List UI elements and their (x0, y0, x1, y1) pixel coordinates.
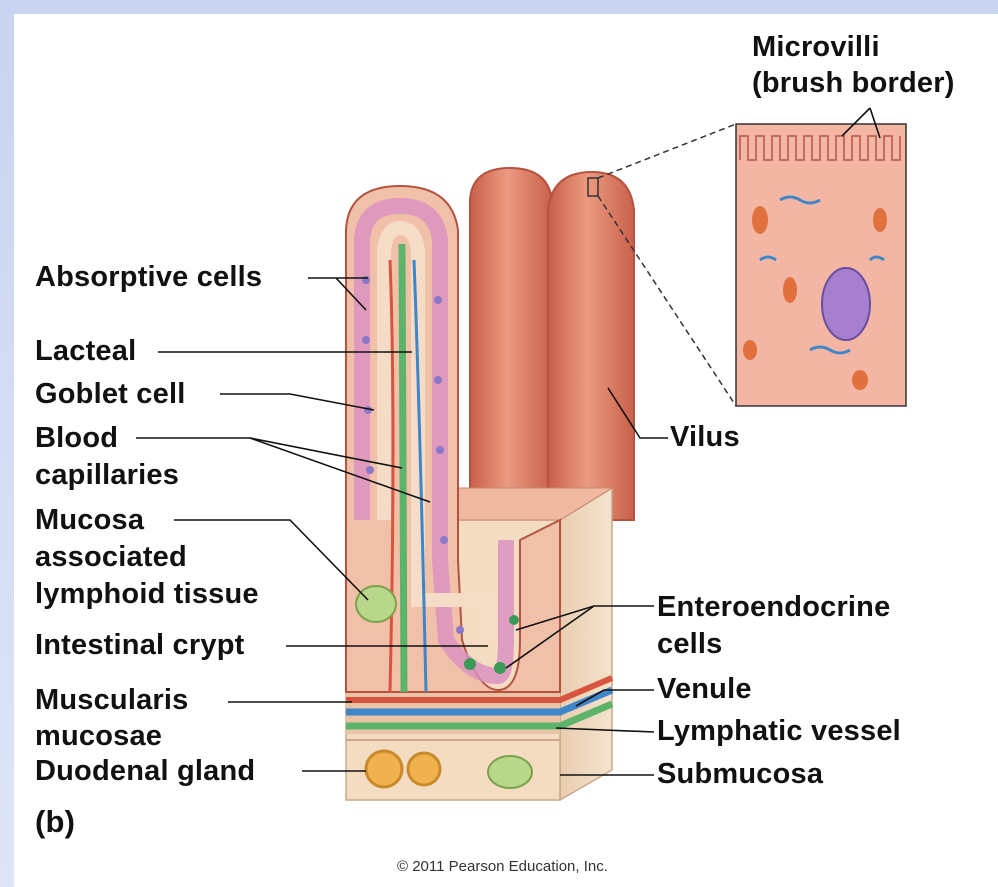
tissue-block-side (560, 488, 612, 800)
label-lacteal: Lacteal (35, 334, 136, 368)
label-enteroendocrine-line2: cells (657, 627, 723, 661)
label-muscularis-line1: Muscularis (35, 683, 189, 717)
label-microvilli-line2: (brush border) (752, 66, 955, 100)
label-venule: Venule (657, 672, 752, 706)
label-intestinal-crypt: Intestinal crypt (35, 628, 244, 662)
label-absorptive-cells: Absorptive cells (35, 260, 262, 294)
label-goblet-cell: Goblet cell (35, 377, 185, 411)
microvilli-inset-box (736, 124, 906, 406)
label-enteroendocrine-line1: Enteroendocrine (657, 590, 890, 624)
label-vilus: Vilus (670, 420, 740, 454)
zoom-line-top (598, 124, 736, 178)
cell-nucleus (822, 268, 870, 340)
lymphoid-tissue-nodule (356, 586, 396, 622)
label-blood-capillaries-line1: Blood (35, 421, 118, 455)
label-duodenal-gland: Duodenal gland (35, 754, 255, 788)
lacteal (402, 244, 404, 692)
label-mucosa-line3: lymphoid tissue (35, 577, 259, 611)
copyright-notice: © 2011 Pearson Education, Inc. (397, 858, 608, 875)
vilus-right (548, 172, 634, 520)
label-lymphatic-vessel: Lymphatic vessel (657, 714, 901, 748)
label-microvilli-line1: Microvilli (752, 30, 880, 64)
label-mucosa-line2: associated (35, 540, 187, 574)
duodenal-gland-2 (408, 753, 440, 785)
label-blood-capillaries-line2: capillaries (35, 458, 179, 492)
submucosa-lymphoid-nodule (488, 756, 532, 788)
label-mucosa-line1: Mucosa (35, 503, 144, 537)
duodenal-gland (366, 751, 402, 787)
panel-letter: (b) (35, 805, 75, 839)
label-submucosa: Submucosa (657, 757, 823, 791)
back-villus (470, 168, 552, 520)
brush-border (740, 136, 900, 160)
label-muscularis-line2: mucosae (35, 719, 162, 753)
